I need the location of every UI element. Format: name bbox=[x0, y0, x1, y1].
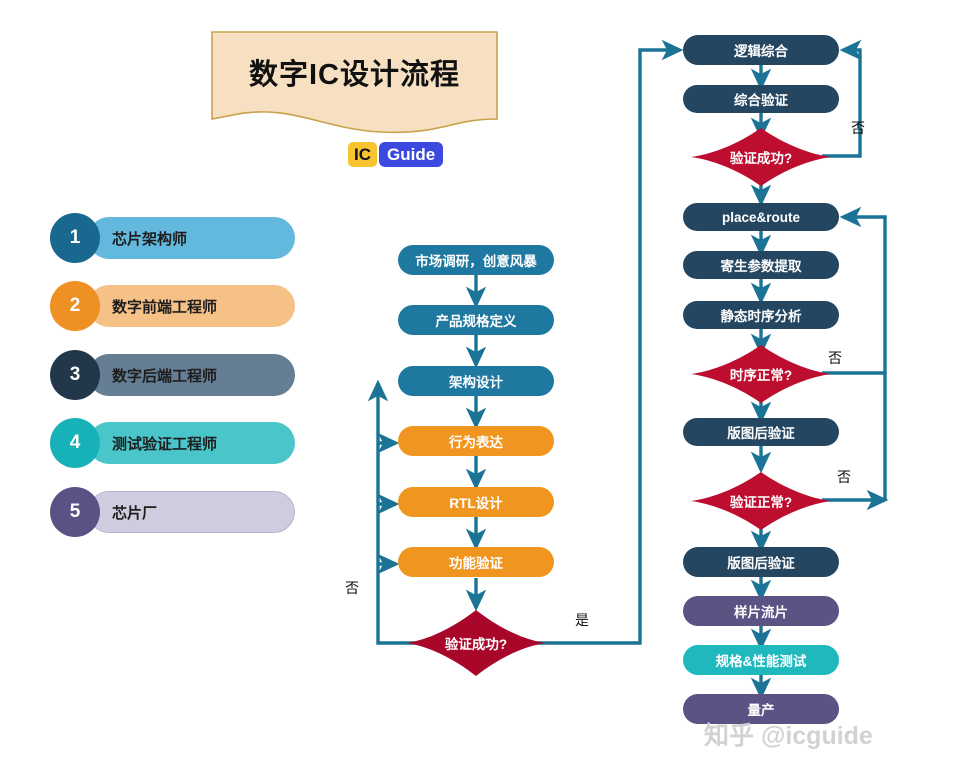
flow-node-synthesis-verification[interactable]: 综合验证 bbox=[683, 85, 839, 113]
legend-label: 测试验证工程师 bbox=[112, 435, 218, 453]
ic-guide-logo: IC Guide bbox=[348, 141, 444, 168]
flow-node-market-research[interactable]: 市场调研，创意风暴 bbox=[398, 245, 554, 275]
legend-item-2[interactable]: 2 数字前端工程师 bbox=[50, 281, 295, 331]
legend-number: 2 bbox=[50, 281, 100, 331]
legend-item-1[interactable]: 1 芯片架构师 bbox=[50, 213, 295, 263]
legend-label: 芯片架构师 bbox=[112, 230, 188, 248]
flow-decision-verify-normal[interactable]: 验证正常? bbox=[689, 470, 833, 532]
flow-node-parasitic-extraction[interactable]: 寄生参数提取 bbox=[683, 251, 839, 279]
flow-node-product-spec[interactable]: 产品规格定义 bbox=[398, 305, 554, 335]
legend-number: 1 bbox=[50, 213, 100, 263]
flow-decision-verify-success-right[interactable]: 验证成功? bbox=[689, 126, 833, 188]
flow-node-functional-verification[interactable]: 功能验证 bbox=[398, 547, 554, 577]
legend-label: 数字前端工程师 bbox=[112, 298, 218, 316]
legend-label: 数字后端工程师 bbox=[112, 367, 218, 385]
edge-label-yes-mid: 是 bbox=[575, 612, 589, 628]
legend-label: 芯片厂 bbox=[112, 504, 158, 522]
edge-label-no-right-3: 否 bbox=[837, 469, 851, 485]
flow-node-post-layout-verification-2[interactable]: 版图后验证 bbox=[683, 547, 839, 577]
logo-guide-badge: Guide bbox=[379, 142, 444, 167]
legend-bar bbox=[88, 217, 295, 259]
edge-label-no-right-1: 否 bbox=[851, 120, 865, 136]
flow-node-logic-synthesis[interactable]: 逻辑综合 bbox=[683, 35, 839, 65]
decision-label: 验证成功? bbox=[729, 151, 793, 166]
flow-node-architecture-design[interactable]: 架构设计 bbox=[398, 366, 554, 396]
legend-number: 4 bbox=[50, 418, 100, 468]
legend-item-5[interactable]: 5 芯片厂 bbox=[50, 487, 295, 537]
flow-node-post-layout-verification-1[interactable]: 版图后验证 bbox=[683, 418, 839, 446]
flow-decision-verify-success-mid[interactable]: 验证成功? bbox=[404, 608, 548, 678]
legend-bar bbox=[88, 491, 295, 533]
flow-node-static-timing-analysis[interactable]: 静态时序分析 bbox=[683, 301, 839, 329]
decision-label: 验证成功? bbox=[444, 637, 508, 652]
decision-label: 时序正常? bbox=[729, 368, 793, 383]
logo-ic-badge: IC bbox=[348, 142, 377, 167]
legend-bar bbox=[88, 354, 295, 396]
flow-node-place-and-route[interactable]: place&route bbox=[683, 203, 839, 231]
edge-label-no-right-2: 否 bbox=[828, 350, 842, 366]
legend-bar bbox=[88, 422, 295, 464]
legend-item-4[interactable]: 4 测试验证工程师 bbox=[50, 418, 295, 468]
legend-item-3[interactable]: 3 数字后端工程师 bbox=[50, 350, 295, 400]
flow-node-prototype-tapeout[interactable]: 样片流片 bbox=[683, 596, 839, 626]
flow-node-spec-performance-test[interactable]: 规格&性能测试 bbox=[683, 645, 839, 675]
edge-label-no-mid: 否 bbox=[345, 580, 359, 596]
decision-label: 验证正常? bbox=[729, 495, 793, 510]
flow-node-mass-production[interactable]: 量产 bbox=[683, 694, 839, 724]
flow-node-behavioral-model[interactable]: 行为表达 bbox=[398, 426, 554, 456]
legend-number: 3 bbox=[50, 350, 100, 400]
title-banner: 数字IC设计流程 bbox=[211, 31, 498, 136]
legend-bar bbox=[88, 285, 295, 327]
flow-decision-timing-ok[interactable]: 时序正常? bbox=[689, 343, 833, 405]
legend-number: 5 bbox=[50, 487, 100, 537]
page-title: 数字IC设计流程 bbox=[248, 59, 460, 91]
watermark: 知乎 @icguide bbox=[704, 722, 873, 750]
flow-node-rtl-design[interactable]: RTL设计 bbox=[398, 487, 554, 517]
